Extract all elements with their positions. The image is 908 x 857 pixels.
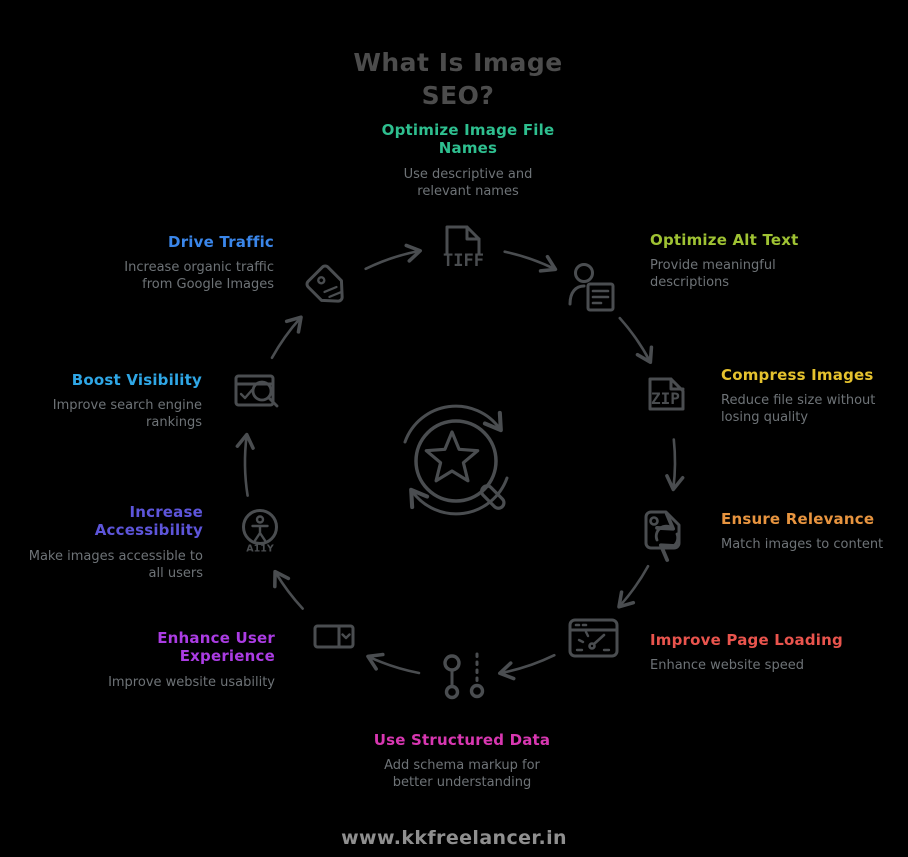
schema-nodes-icon: [443, 652, 485, 700]
step-title: Use Structured Data: [373, 731, 551, 749]
flow-arrows: [235, 243, 685, 681]
step-increase-accessibility: Increase Accessibility Make images acces…: [23, 503, 203, 582]
svg-text:TIFF: TIFF: [443, 251, 484, 271]
step-title: Optimize Alt Text: [650, 231, 799, 249]
step-title: Optimize Image File Names: [381, 121, 555, 158]
step-title: Improve Page Loading: [650, 631, 843, 649]
zip-file-icon: ZIP: [648, 377, 685, 411]
step-subtitle: Use descriptive and relevant names: [403, 166, 533, 199]
step-compress-images: Compress Images Reduce file size without…: [721, 366, 893, 427]
step-title: Ensure Relevance: [721, 510, 875, 528]
image-refresh-icon: [644, 510, 681, 562]
step-optimize-alt-text: Optimize Alt Text Provide meaningful des…: [650, 231, 825, 292]
step-optimize-image-file-names: Optimize Image File Names Use descriptiv…: [378, 121, 558, 200]
svg-text:A11Y: A11Y: [246, 544, 274, 555]
step-boost-visibility: Boost Visibility Improve search engine r…: [42, 371, 202, 432]
user-document-icon: [568, 263, 615, 312]
step-title: Compress Images: [721, 366, 874, 384]
step-title: Increase Accessibility: [94, 503, 203, 540]
website-watermark: www.kkfreelancer.in: [341, 827, 567, 849]
step-subtitle: Enhance website speed: [650, 658, 804, 674]
step-title: Drive Traffic: [168, 233, 274, 251]
step-title: Enhance User Experience: [157, 629, 275, 666]
step-subtitle: Reduce file size without losing quality: [721, 393, 876, 426]
tiff-file-icon: TIFF: [443, 225, 484, 271]
step-use-structured-data: Use Structured Data Add schema markup fo…: [372, 731, 552, 792]
step-subtitle: Add schema markup for better understandi…: [384, 758, 540, 791]
step-ensure-relevance: Ensure Relevance Match images to content: [721, 510, 906, 553]
step-subtitle: Make images accessible to all users: [28, 548, 203, 581]
magnifier-star-refresh-icon: [403, 404, 509, 516]
step-subtitle: Match images to content: [721, 537, 884, 553]
dropdown-select-icon: [313, 624, 355, 649]
window-search-icon: [234, 374, 279, 408]
step-subtitle: Improve search engine rankings: [52, 398, 202, 431]
price-tag-icon: [305, 264, 344, 303]
step-improve-page-loading: Improve Page Loading Enhance website spe…: [650, 631, 860, 674]
step-subtitle: Improve website usability: [108, 674, 275, 690]
svg-text:ZIP: ZIP: [651, 389, 680, 408]
step-enhance-user-experience: Enhance User Experience Improve website …: [95, 629, 275, 691]
step-subtitle: Provide meaningful descriptions: [650, 258, 776, 291]
accessibility-icon: A11Y: [242, 509, 278, 555]
speedometer-window-icon: [568, 618, 619, 658]
step-drive-traffic: Drive Traffic Increase organic traffic f…: [94, 233, 274, 294]
page-title: What Is Image SEO?: [353, 48, 563, 110]
step-title: Boost Visibility: [71, 371, 202, 389]
step-subtitle: Increase organic traffic from Google Ima…: [124, 260, 274, 293]
